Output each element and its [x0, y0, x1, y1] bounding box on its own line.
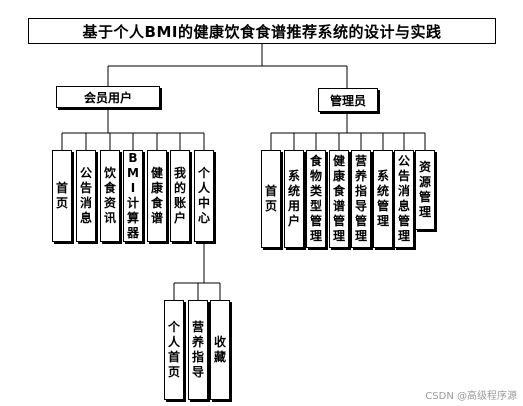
member-item-7: 个人中心 — [194, 150, 214, 242]
admin-item-5: 营养指导管理 — [351, 150, 371, 248]
member-item-3: 饮食资讯 — [100, 150, 120, 242]
admin-item-2: 系统用户 — [284, 150, 304, 248]
admin-item-4: 健康食谱管理 — [329, 150, 349, 248]
member-role-node: 会员用户 — [56, 86, 160, 108]
admin-item-1: 首页 — [261, 150, 281, 248]
system-title: 基于个人BMI的健康饮食食谱推荐系统的设计与实践 — [28, 18, 496, 44]
member-item-1: 首页 — [52, 150, 72, 242]
member-item-5: 健康食谱 — [147, 150, 167, 242]
personal-center-item-1: 个人首页 — [164, 300, 184, 400]
personal-center-item-3: 收藏 — [210, 300, 230, 400]
member-item-2: 公告消息 — [76, 150, 96, 242]
personal-center-item-2: 营养指导 — [188, 300, 208, 400]
admin-item-8: 资源管理 — [415, 150, 435, 230]
admin-item-7: 公告消息管理 — [394, 150, 414, 248]
admin-role-node: 管理员 — [318, 88, 378, 112]
watermark: CSDN @高级程序源 — [425, 391, 517, 402]
member-item-6: 我的账户 — [170, 150, 190, 242]
admin-item-6: 系统管理 — [373, 150, 393, 248]
admin-item-3: 食物类型管理 — [306, 150, 326, 248]
